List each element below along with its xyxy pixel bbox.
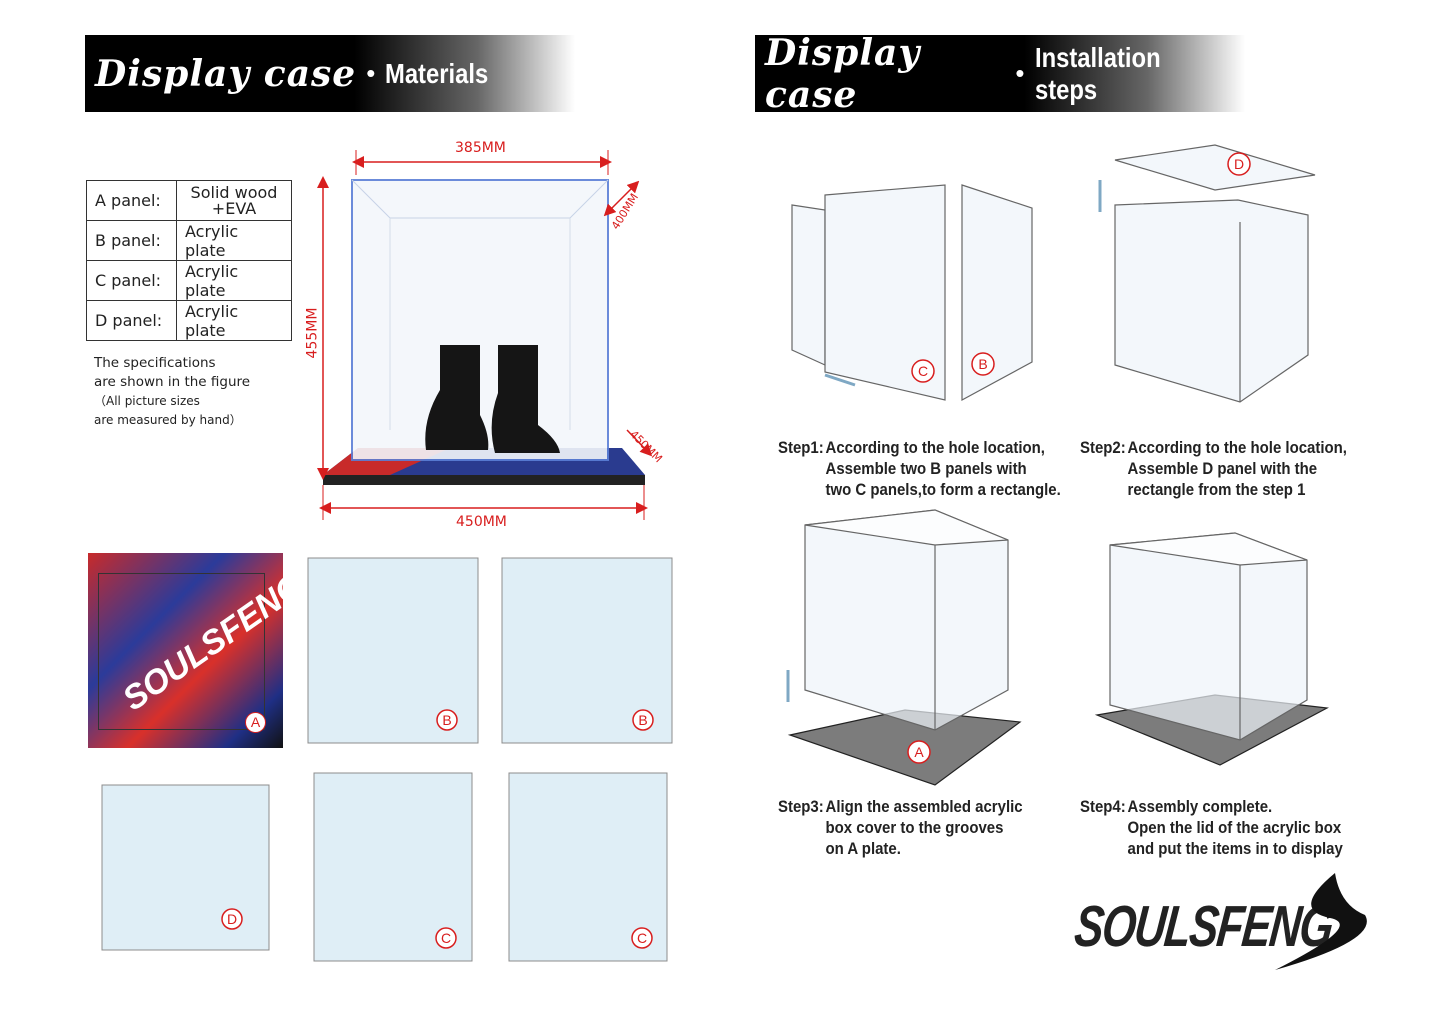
- panel-material: Acrylic plate: [176, 260, 292, 301]
- marker-b: [971, 352, 995, 376]
- marker-label: B: [978, 356, 987, 372]
- panel-b: [824, 184, 946, 401]
- banner-script-title: Display case: [765, 31, 921, 116]
- shoe-icon: [425, 345, 489, 450]
- marker-label: D: [1234, 156, 1244, 172]
- box: [1109, 532, 1308, 741]
- panel-marker: [435, 927, 457, 949]
- panel-name: B panel:: [86, 220, 177, 261]
- panel-marker-label: D: [227, 911, 237, 927]
- box: [1114, 199, 1309, 403]
- height-label: 455MM: [304, 307, 321, 359]
- panel-marker: [221, 908, 243, 930]
- banner-subtitle: Installation steps: [1034, 41, 1161, 105]
- panel-c: [791, 204, 826, 366]
- table-row: B panel:Acrylic plate: [86, 220, 292, 261]
- step-1-text: Step1:According to the hole location, As…: [778, 438, 1061, 499]
- banner-script-title: Display case: [95, 52, 357, 95]
- separator: •: [1015, 58, 1025, 88]
- panel-name: A panel:: [86, 180, 177, 221]
- panel-marker: A: [245, 712, 266, 733]
- table-row: C panel:Acrylic plate: [86, 260, 292, 301]
- marker-label: C: [918, 363, 928, 379]
- marker-a: [907, 740, 931, 764]
- installation-step-diagrams: C B D A: [786, 144, 1329, 786]
- panel-name: C panel:: [86, 260, 177, 301]
- marker-c: [911, 359, 935, 383]
- base-plate: [787, 709, 1022, 786]
- panel-marker: [436, 709, 458, 731]
- arrow-icon: [786, 180, 1102, 702]
- marker-label: A: [914, 744, 924, 760]
- display-case-dimension-diagram: [317, 150, 653, 520]
- top-width-label: 385MM: [455, 140, 506, 156]
- acrylic-panels: B B D C C: [101, 557, 673, 962]
- separator: •: [366, 58, 376, 88]
- table-row: D panel:Acrylic plate: [86, 300, 292, 341]
- marker-d: [1227, 152, 1251, 176]
- base-width-label: 450MM: [456, 514, 507, 530]
- materials-table: A panel: Solid wood+EVA B panel:Acrylic …: [86, 180, 292, 341]
- step-4-text: Step4:Assembly complete. Open the lid of…: [1080, 797, 1343, 858]
- panel-a: SOULSFENG A: [88, 553, 283, 748]
- panel-d: [1114, 144, 1316, 191]
- panel-d: [101, 784, 270, 951]
- panel-material: Acrylic plate: [176, 220, 292, 261]
- installation-banner: Display case • Installation steps: [755, 32, 1245, 116]
- brand-swoosh-icon: [1275, 873, 1367, 970]
- panel-marker-label: B: [638, 712, 647, 728]
- panel-material: Solid wood+EVA: [176, 180, 292, 221]
- shoe-icon: [491, 345, 560, 453]
- panel-c: [961, 184, 1033, 402]
- panel-marker-label: C: [637, 930, 647, 946]
- panel-marker-label: B: [442, 712, 451, 728]
- step-3-text: Step3:Align the assembled acrylic box co…: [778, 797, 1023, 858]
- panel-marker: [632, 709, 654, 731]
- panel-material: Acrylic plate: [176, 300, 292, 341]
- step-2-text: Step2:According to the hole location, As…: [1080, 438, 1347, 499]
- panel-name: D panel:: [86, 300, 177, 341]
- table-row: A panel: Solid wood+EVA: [86, 180, 292, 221]
- materials-banner: Display case • Materials: [85, 35, 575, 112]
- box: [804, 509, 1009, 731]
- banner-subtitle: Materials: [385, 57, 489, 89]
- panel-marker-label: C: [441, 930, 451, 946]
- panel-marker: [631, 927, 653, 949]
